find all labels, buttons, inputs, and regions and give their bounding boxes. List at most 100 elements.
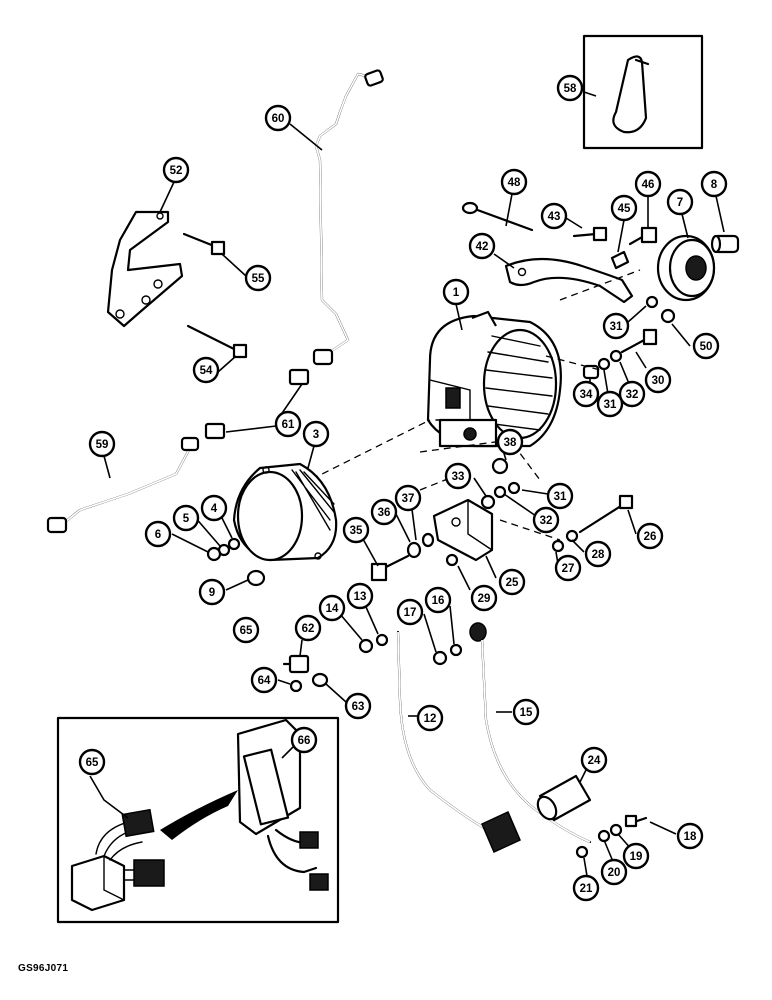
svg-text:1: 1 — [453, 287, 460, 299]
adjust-rod-48 — [461, 201, 534, 232]
sleeve-8 — [710, 234, 740, 254]
callout-61: 61 — [274, 410, 302, 438]
svg-text:52: 52 — [170, 165, 183, 177]
callout-24: 24 — [580, 746, 608, 774]
callout-17: 17 — [396, 598, 424, 626]
svg-text:65: 65 — [86, 757, 99, 769]
washer-20 — [597, 829, 611, 843]
washer-36 — [406, 541, 422, 559]
svg-text:58: 58 — [564, 83, 577, 95]
nut-29 — [445, 553, 459, 567]
callout-15: 15 — [512, 698, 540, 726]
callout-16: 16 — [424, 586, 452, 614]
callout-19: 19 — [622, 842, 650, 870]
svg-text:63: 63 — [352, 701, 365, 713]
callout-8: 8 — [700, 170, 728, 198]
drawing-reference-code: GS96J071 — [18, 963, 69, 974]
washer-32 — [609, 349, 623, 363]
callout-65b: 65 — [78, 748, 106, 776]
bushing-9 — [246, 569, 266, 587]
svg-text:13: 13 — [354, 591, 367, 603]
svg-text:29: 29 — [478, 593, 491, 605]
svg-text:48: 48 — [508, 177, 521, 189]
svg-text:24: 24 — [588, 755, 601, 767]
washer-32-lower — [493, 485, 507, 499]
tube-line-59 — [46, 436, 200, 534]
svg-text:32: 32 — [540, 515, 553, 527]
callout-6: 6 — [144, 520, 172, 548]
nut-13 — [375, 633, 389, 647]
svg-text:32: 32 — [626, 389, 639, 401]
washer-28 — [565, 529, 579, 543]
spacer-34 — [582, 364, 600, 380]
svg-text:64: 64 — [258, 675, 271, 687]
callout-63: 63 — [344, 692, 372, 720]
nut-16 — [449, 643, 463, 657]
callout-59: 59 — [88, 430, 116, 458]
bracket-25 — [432, 498, 494, 562]
svg-text:61: 61 — [282, 419, 295, 431]
nut-6 — [206, 546, 222, 562]
connector-62 — [282, 654, 310, 674]
svg-text:35: 35 — [350, 525, 363, 537]
callout-12: 12 — [416, 704, 444, 732]
svg-text:50: 50 — [700, 341, 713, 353]
svg-text:43: 43 — [548, 211, 561, 223]
svg-text:26: 26 — [644, 531, 657, 543]
callout-36: 36 — [370, 498, 398, 526]
svg-text:38: 38 — [504, 437, 517, 449]
bolt-46 — [628, 226, 658, 246]
washer-19 — [609, 823, 623, 837]
svg-text:14: 14 — [326, 603, 339, 615]
adjust-strap-42 — [504, 257, 634, 304]
strap-inset-box — [582, 34, 704, 150]
callout-28: 28 — [584, 540, 612, 568]
svg-text:21: 21 — [580, 883, 593, 895]
svg-text:36: 36 — [378, 507, 391, 519]
callout-9: 9 — [198, 578, 226, 606]
callout-48: 48 — [500, 168, 528, 196]
callout-64: 64 — [250, 666, 278, 694]
nut-50 — [660, 308, 676, 324]
svg-text:31: 31 — [604, 399, 617, 411]
svg-text:42: 42 — [476, 241, 489, 253]
bolt-54 — [186, 324, 248, 359]
fan-shroud-3 — [232, 462, 338, 562]
svg-text:8: 8 — [711, 179, 718, 191]
callout-43: 43 — [540, 202, 568, 230]
callout-32b: 32 — [532, 506, 560, 534]
callout-18: 18 — [676, 822, 704, 850]
svg-text:37: 37 — [402, 493, 415, 505]
callout-58: 58 — [556, 74, 584, 102]
callout-45: 45 — [610, 194, 638, 222]
svg-text:55: 55 — [252, 273, 265, 285]
callout-14: 14 — [318, 594, 346, 622]
callout-60: 60 — [264, 104, 292, 132]
svg-text:65: 65 — [240, 625, 253, 637]
harness-12 — [396, 630, 521, 854]
svg-text:19: 19 — [630, 851, 643, 863]
callout-46: 46 — [634, 170, 662, 198]
svg-text:6: 6 — [155, 529, 161, 541]
washer-31-lower — [507, 481, 521, 495]
washer-31-mid — [597, 357, 611, 371]
callout-35: 35 — [342, 516, 370, 544]
callout-42: 42 — [468, 232, 496, 260]
bolt-35 — [370, 554, 410, 582]
regulator-inset-box — [56, 716, 340, 924]
svg-text:17: 17 — [404, 607, 417, 619]
svg-text:18: 18 — [684, 831, 697, 843]
svg-text:16: 16 — [432, 595, 445, 607]
svg-text:54: 54 — [200, 365, 213, 377]
nut-21 — [575, 845, 589, 859]
callout-20: 20 — [600, 858, 628, 886]
callout-29: 29 — [470, 584, 498, 612]
svg-text:7: 7 — [677, 197, 683, 209]
sleeve-63 — [311, 672, 329, 688]
nut-33 — [480, 494, 496, 510]
callout-55: 55 — [244, 264, 272, 292]
nut-14 — [358, 638, 374, 654]
callout-31c: 31 — [546, 482, 574, 510]
callout-26: 26 — [636, 522, 664, 550]
